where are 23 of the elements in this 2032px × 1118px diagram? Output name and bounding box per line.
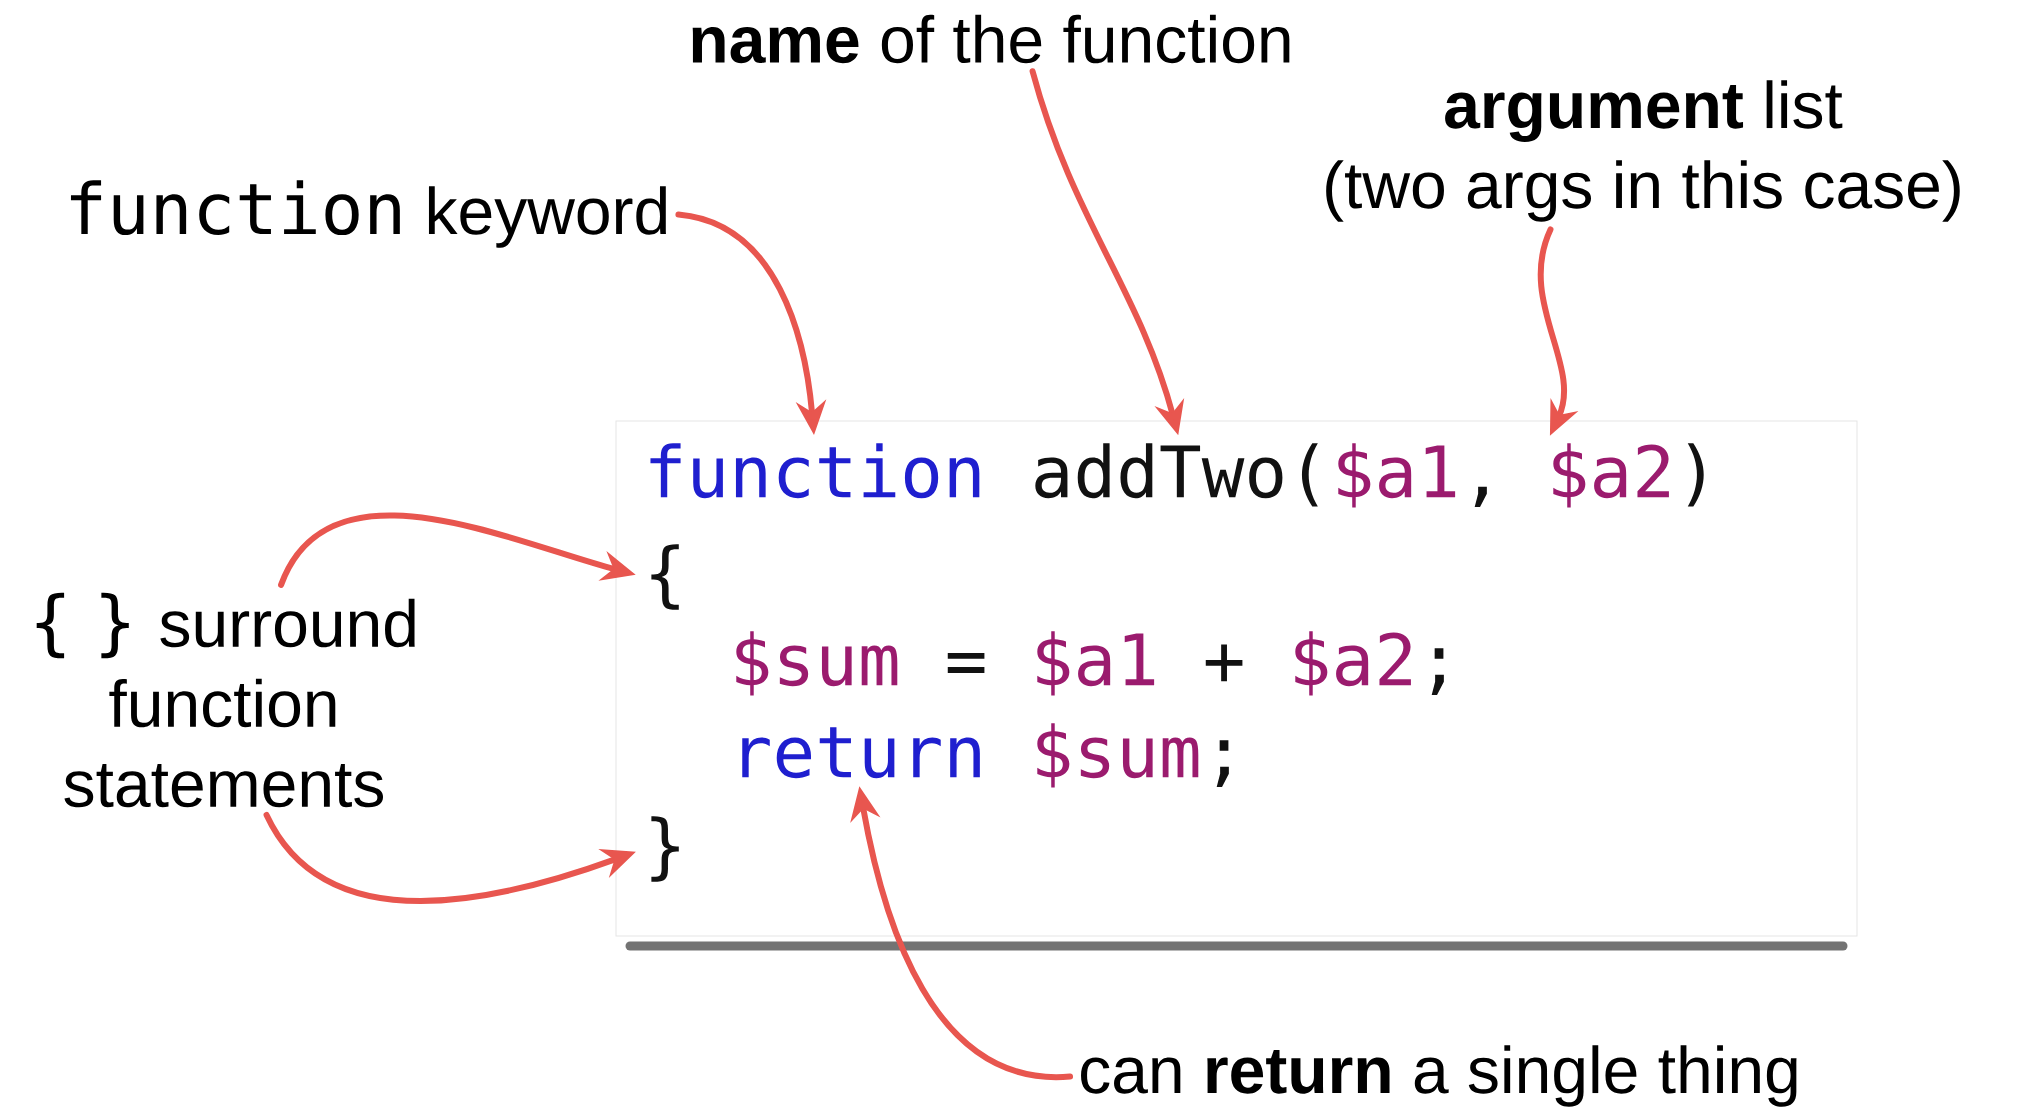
code-token: addTwo(: [1035, 443, 1318, 507]
code-token: function: [650, 443, 980, 499]
code-token: $a1: [1338, 443, 1456, 508]
code-token: ,: [1474, 486, 1487, 508]
code-token: ;: [1216, 740, 1229, 788]
code-token: $a2: [1553, 443, 1669, 508]
code-token: {: [651, 544, 679, 610]
annotation-text: can return a single thing: [1081, 1045, 1797, 1107]
code-token: ;: [1431, 648, 1444, 696]
annotation-text: { } surround function statements: [36, 592, 415, 808]
code-card: [615, 420, 1858, 937]
code-token: $a2: [1295, 631, 1411, 696]
code-token: $a1: [1037, 631, 1155, 696]
code-token: +: [1205, 644, 1243, 682]
code-token: $sum: [736, 631, 898, 696]
annotation-text: argument list (two args in this case): [1326, 80, 1960, 222]
code-token: }: [651, 816, 679, 882]
code-token: =: [947, 652, 985, 673]
code-token: return: [742, 727, 980, 779]
code-token: ): [1687, 443, 1704, 507]
code-token: $sum: [1037, 723, 1199, 788]
annotation-text: name of the function: [692, 14, 1290, 64]
annotation-text: function keyword: [70, 180, 666, 248]
